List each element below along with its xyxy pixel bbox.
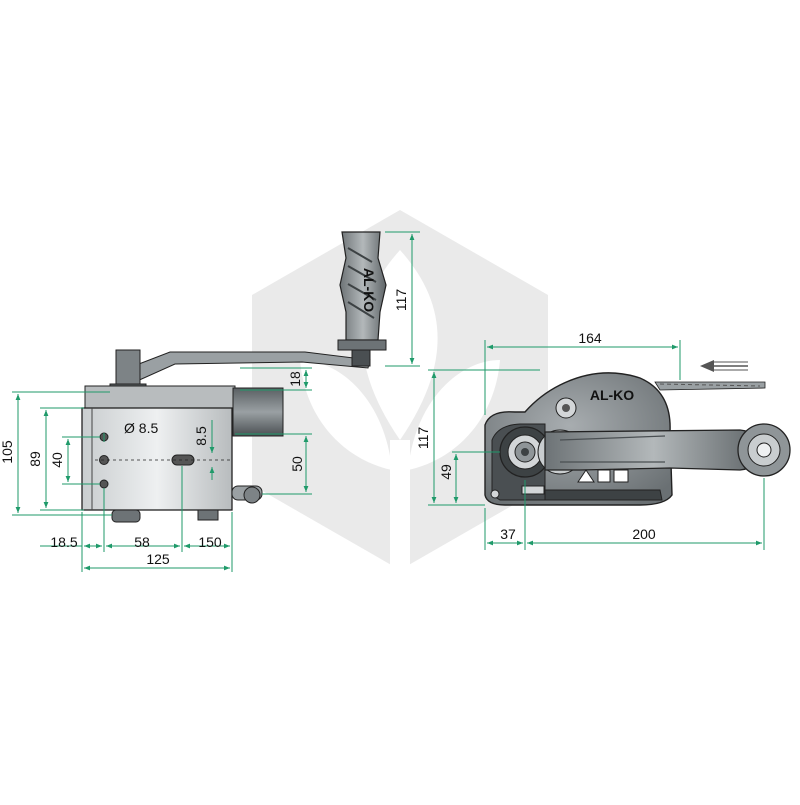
left-dimensions: 117 18 50 105 89 40 Ø 8.5 8.5 [0, 231, 420, 572]
dim-hole-diameter: Ø 8.5 [124, 420, 158, 436]
brand-label-grip: AL-KO [361, 268, 377, 312]
dim-150: 150 [198, 534, 222, 550]
dim-handle-height: 117 [393, 289, 409, 312]
dim-height-49: 49 [438, 464, 454, 480]
dim-top-164: 164 [578, 330, 602, 346]
winch-side-view: AL-KO [81, 231, 387, 523]
dim-plate-thickness: 18 [287, 371, 303, 387]
dim-offset-37: 37 [500, 526, 516, 542]
dim-offset-18-5: 18.5 [50, 534, 77, 550]
pull-direction-arrow [700, 360, 748, 372]
crank-grip: AL-KO [337, 231, 387, 367]
dim-slot-width: 8.5 [193, 426, 209, 446]
brand-label-housing: AL-KO [590, 387, 634, 403]
dim-height-117-right: 117 [415, 427, 431, 450]
winch-front-view: AL-KO [484, 360, 791, 506]
dim-mount-height: 50 [289, 456, 305, 472]
dim-width-125: 125 [146, 551, 170, 567]
dim-body-height: 89 [27, 451, 43, 467]
right-dimensions: 164 117 49 37 200 [415, 330, 765, 550]
dim-total-height: 105 [0, 440, 15, 464]
dim-hole-spacing-vertical: 40 [49, 452, 65, 468]
dim-crank-200: 200 [632, 526, 656, 542]
dim-hole-spacing-58: 58 [134, 534, 150, 550]
